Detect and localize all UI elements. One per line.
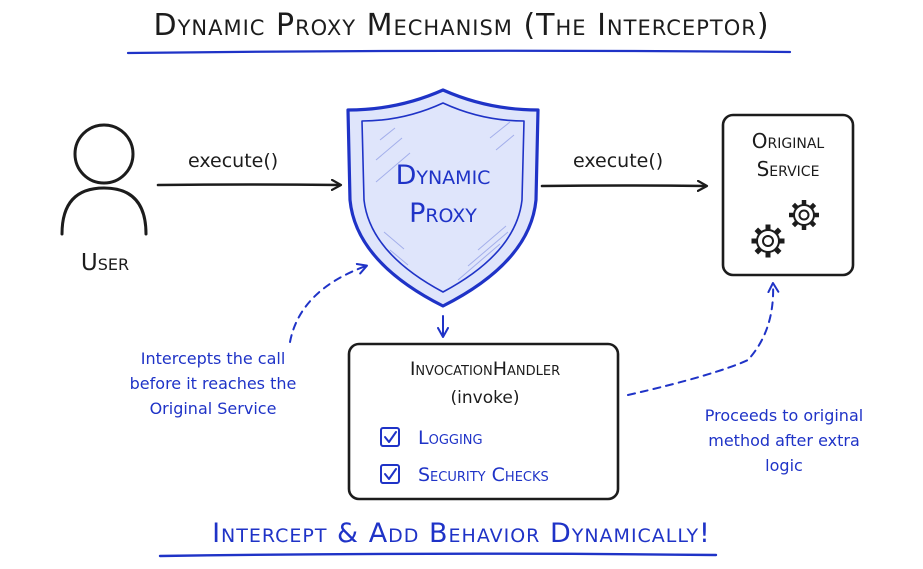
- title-underline: [126, 49, 792, 55]
- check-item-logging: Logging: [418, 427, 483, 449]
- proxy-label-line2: Proxy: [409, 198, 477, 229]
- check-item-security: Security Checks: [418, 464, 549, 486]
- handler-subtitle: (invoke): [450, 388, 520, 408]
- note-proceed-line: method after extra: [708, 431, 860, 450]
- note-proceed-line: logic: [765, 456, 803, 475]
- dashed-arrow-proceed: [627, 282, 780, 396]
- proxy-label-line1: Dynamic: [395, 160, 491, 191]
- note-intercept-line: before it reaches the: [129, 374, 297, 393]
- arrow-user-to-proxy: [156, 185, 340, 186]
- gear-icon: [751, 200, 819, 258]
- service-label-line1: Original: [751, 129, 825, 153]
- note-intercept-line: Original Service: [149, 399, 277, 418]
- user-label: User: [80, 250, 130, 276]
- page-title: Dynamic Proxy Mechanism (The Interceptor…: [153, 8, 770, 43]
- note-proceed: Proceeds to original method after extra …: [684, 403, 884, 478]
- invocation-handler-box: [347, 342, 620, 501]
- service-label-line2: Service: [756, 157, 820, 181]
- arrow-proxy-to-service: [540, 186, 706, 187]
- bottom-underline: [158, 552, 718, 558]
- handler-title: InvocationHandler: [409, 358, 561, 380]
- call-label-proxy-to-service: execute(): [573, 150, 664, 172]
- original-service-box: [721, 113, 855, 277]
- shield-icon: [346, 88, 540, 308]
- call-label-user-to-proxy: execute(): [188, 150, 279, 172]
- note-intercept: Intercepts the call before it reaches th…: [108, 346, 318, 421]
- bottom-caption: Intercept & Add Behavior Dynamically!: [212, 518, 711, 549]
- checkbox-icon: [380, 427, 400, 447]
- note-proceed-line: Proceeds to original: [704, 406, 864, 425]
- checkbox-icon: [380, 464, 400, 484]
- note-intercept-line: Intercepts the call: [140, 349, 286, 368]
- dashed-arrow-intercept: [289, 263, 368, 343]
- user-icon: [60, 123, 148, 236]
